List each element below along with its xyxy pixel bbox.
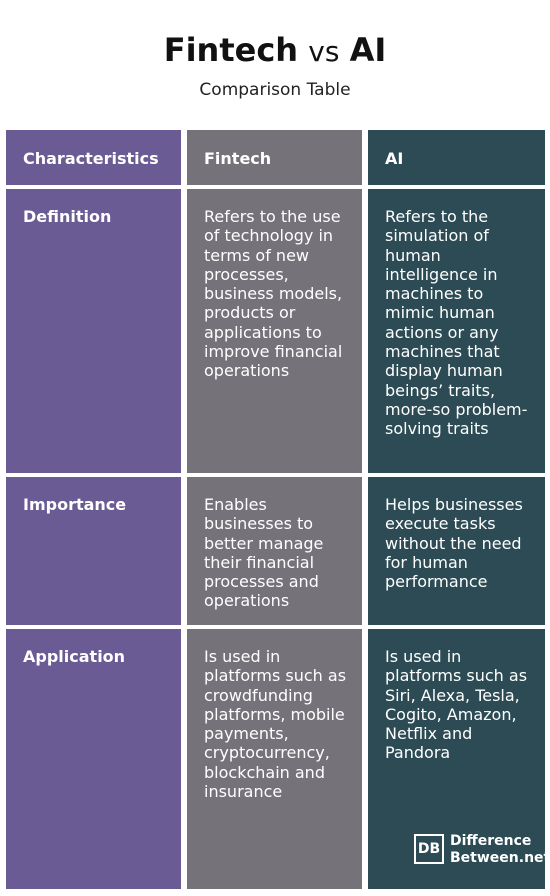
differencebetween-logo[interactable]: DB Difference Between.net — [414, 832, 550, 870]
logo-text-line1: Difference — [450, 833, 532, 849]
definition-ai: Refers to the simulation of human intell… — [368, 189, 545, 473]
definition-fintech: Refers to the use of technology in terms… — [187, 189, 362, 473]
header-fintech: Fintech — [187, 130, 362, 185]
importance-fintech: Enables businesses to better manage thei… — [187, 477, 362, 625]
header-characteristics: Characteristics — [6, 130, 181, 185]
page-subtitle: Comparison Table — [199, 80, 351, 100]
header-ai: AI — [368, 130, 545, 185]
importance-ai: Helps businesses execute tasks without t… — [368, 477, 545, 625]
row-label-definition: Definition — [6, 189, 181, 473]
title-right: AI — [349, 31, 387, 69]
application-fintech: Is used in platforms such as crowdfundin… — [187, 629, 362, 889]
application-ai: Is used in platforms such as Siri, Alexa… — [368, 629, 545, 889]
title-vs: vs — [308, 35, 340, 68]
row-label-application: Application — [6, 629, 181, 889]
row-label-importance: Importance — [6, 477, 181, 625]
page-title: Fintech vs AI — [0, 30, 550, 72]
logo-mark: DB — [414, 834, 444, 864]
logo-text-line2: Between.net — [450, 850, 550, 866]
title-left: Fintech — [163, 31, 299, 69]
